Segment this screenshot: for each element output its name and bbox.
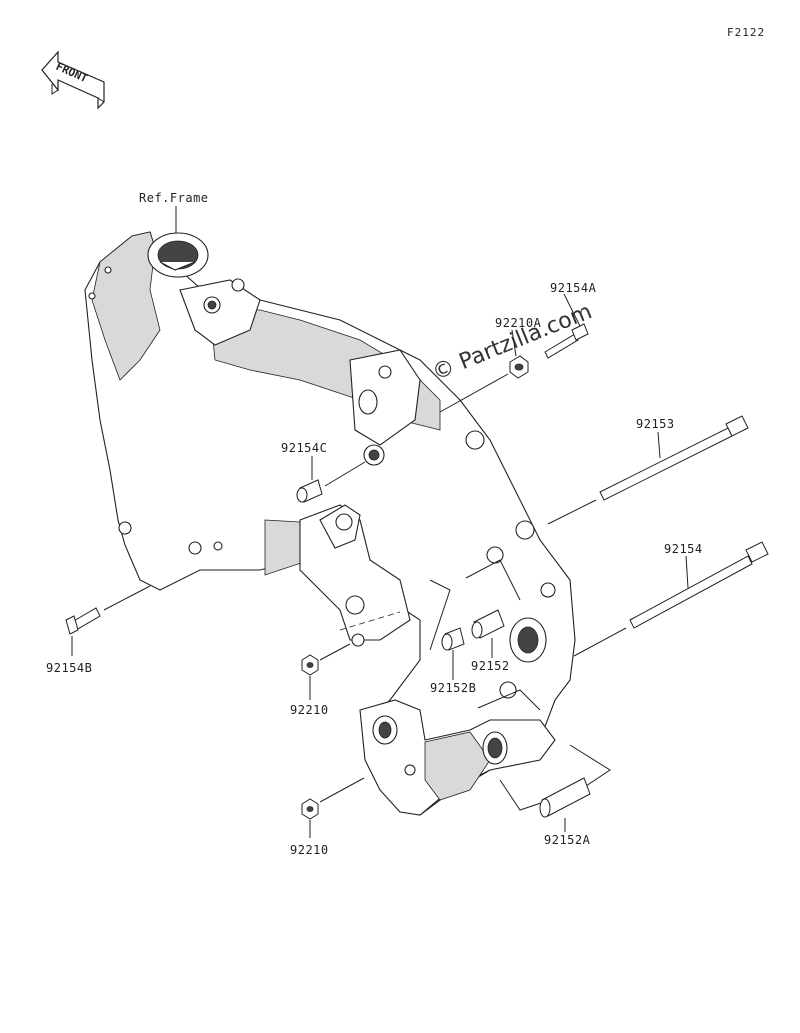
label-92210-upper: 92210	[290, 703, 329, 717]
nut-92210-upper	[301, 643, 351, 700]
collar-92152A	[539, 777, 591, 832]
label-92152B: 92152B	[430, 681, 476, 695]
bolt-92154	[573, 541, 769, 657]
assembly-guide-lines	[339, 559, 611, 811]
bolt-92153	[547, 415, 749, 525]
label-92152A: 92152A	[544, 833, 591, 847]
label-92154C: 92154C	[281, 441, 327, 455]
label-92210-lower: 92210	[290, 843, 329, 857]
bolt-92154A	[544, 293, 589, 359]
label-92152: 92152	[471, 659, 510, 673]
collar-92154C	[296, 456, 366, 503]
nut-92210A	[439, 329, 529, 413]
nut-92210-lower	[301, 777, 365, 838]
ref-frame-label: Ref.Frame	[139, 191, 209, 205]
label-92154A: 92154A	[550, 281, 597, 295]
label-92154: 92154	[664, 542, 703, 556]
label-92153: 92153	[636, 417, 675, 431]
label-92210A: 92210A	[495, 316, 542, 330]
label-92154B: 92154B	[46, 661, 92, 675]
bolt-92154B	[65, 585, 151, 656]
front-arrow-icon: FRONT	[41, 50, 105, 110]
spacer-92152B	[441, 627, 465, 680]
collar-92152	[471, 609, 505, 658]
figure-code: F2122	[727, 26, 765, 39]
